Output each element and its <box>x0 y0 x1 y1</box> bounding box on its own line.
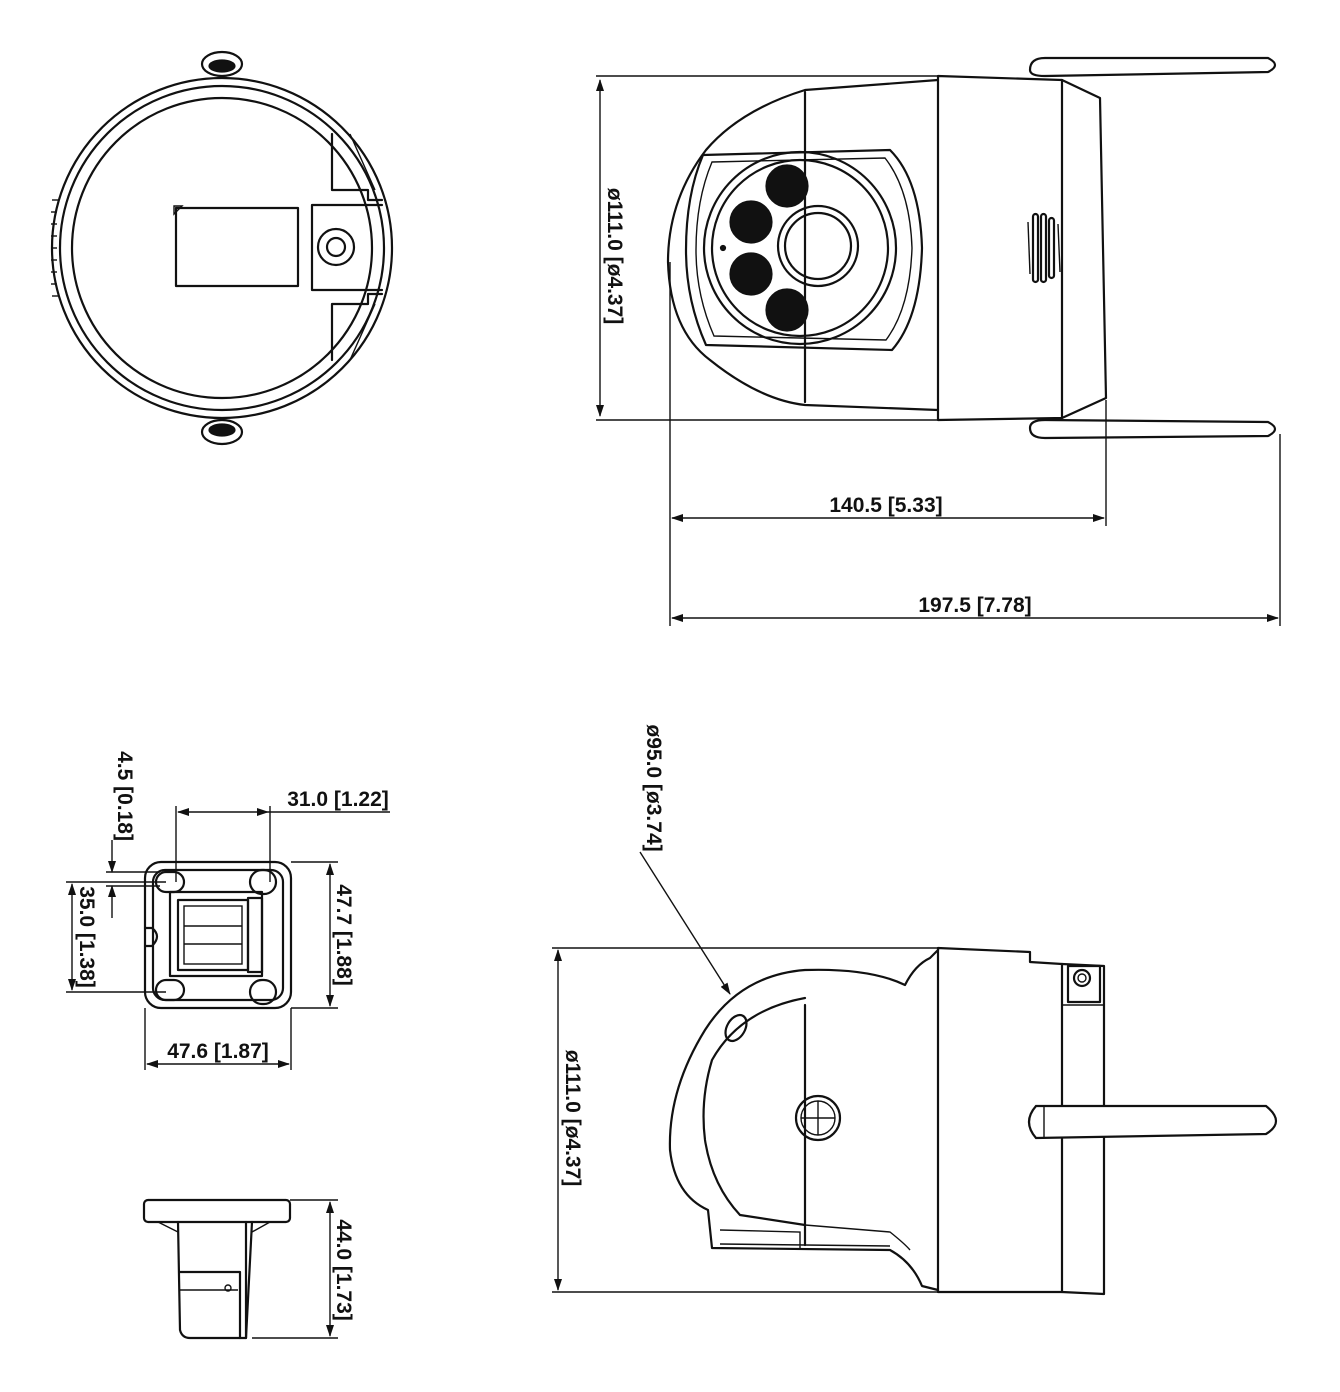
side-height-label: ø111.0 [ø4.37] <box>561 1050 584 1187</box>
front-height-label: ø111.0 [ø4.37] <box>603 188 626 325</box>
side-view: ø111.0 [ø4.37] ø95.0 [ø3.74] <box>552 724 1278 1296</box>
bracket-depth-label: 44.0 [1.73] <box>332 1219 355 1321</box>
front-total-depth-label: 197.5 [7.78] <box>918 594 1031 617</box>
front-view: ø111.0 [ø4.37] 140.5 [5.33] 197.5 [7.78] <box>596 56 1281 626</box>
bracket-side-view: 44.0 [1.73] <box>142 1198 355 1340</box>
front-body-depth-label: 140.5 [5.33] <box>829 494 942 517</box>
side-dome-diameter-label: ø95.0 [ø3.74] <box>642 724 665 851</box>
bracket-height-label: 47.7 [1.88] <box>332 884 355 986</box>
bracket-edge-offset-label: 4.5 [0.18] <box>113 751 136 841</box>
bracket-hole-span-y-label: 35.0 [1.38] <box>75 886 98 988</box>
bracket-hole-span-x-label: 31.0 [1.22] <box>287 788 389 811</box>
round-base-view <box>50 50 394 446</box>
bracket-width-label: 47.6 [1.87] <box>167 1040 269 1063</box>
bracket-top-view: 4.5 [0.18] 31.0 [1.22] 35.0 [1.38] 47.7 … <box>66 751 390 1070</box>
